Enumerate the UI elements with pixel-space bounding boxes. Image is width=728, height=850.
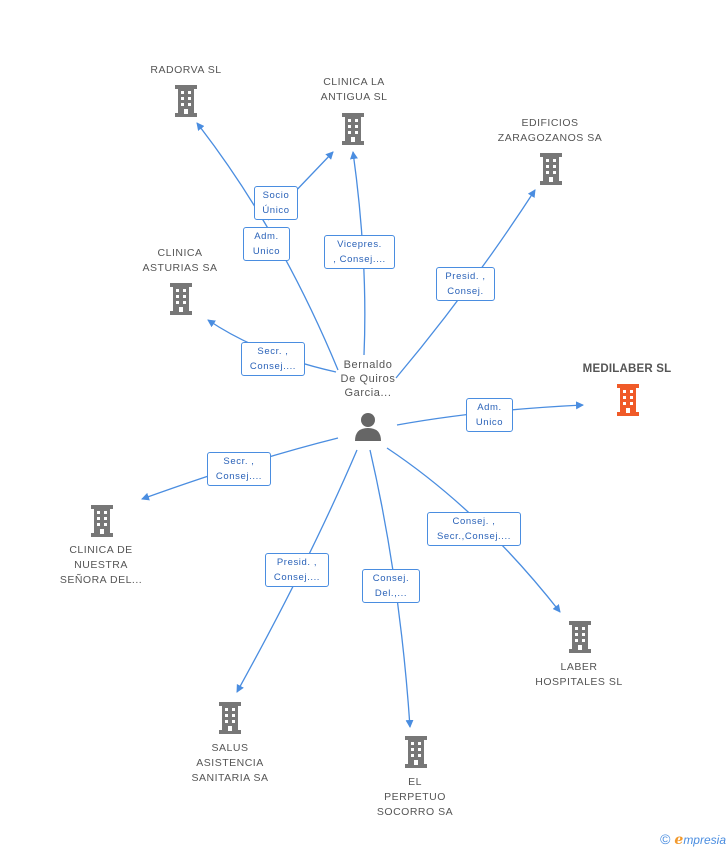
copyright-symbol: © [660,831,671,847]
building-icon-clinica-asturias [170,283,192,315]
empresia-brand: ©empresia [660,831,726,848]
role-box-presid-salus: Presid. , Consej.... [265,553,329,587]
brand-logo-e: e [674,832,684,848]
company-label-clinica-asturias[interactable]: CLINICA ASTURIAS SA [142,247,218,274]
company-label-edificios[interactable]: EDIFICIOS ZARAGOZANOS SA [497,117,603,144]
role-box-consej-perpetuo: Consej. Del.,... [362,569,420,603]
building-icon-edificios [540,153,562,185]
role-box-secr-nuestra: Secr. , Consej.... [207,452,271,486]
role-box-socio-unico: Socio Único [254,186,298,220]
role-box-vicepres: Vicepres. , Consej.... [324,235,395,269]
building-icon-radorva [175,85,197,117]
person-icon [355,413,381,441]
role-box-adm-medilaber: Adm. Unico [466,398,513,432]
building-icon-medilaber [617,384,639,416]
role-box-adm-radorva: Adm. Unico [243,227,290,261]
building-icon-clinica-nuestra [91,505,113,537]
role-box-presid-edificios: Presid. , Consej. [436,267,495,301]
company-label-perpetuo[interactable]: EL PERPETUO SOCORRO SA [376,776,454,818]
company-label-clinica-nuestra[interactable]: CLINICA DE NUESTRA SEÑORA DEL... [59,544,143,586]
person-name-label[interactable]: Bernaldo De Quiros Garcia... [340,359,396,399]
building-icon-clinica-antigua [342,113,364,145]
company-label-laber[interactable]: LABER HOSPITALES SL [535,661,623,688]
brand-logo-text: mpresia [683,833,726,847]
company-label-radorva[interactable]: RADORVA SL [150,64,222,76]
role-box-consej-laber: Consej. , Secr.,Consej.... [427,512,521,546]
company-label-salus[interactable]: SALUS ASISTENCIA SANITARIA SA [191,742,269,784]
building-icon-laber [569,621,591,653]
company-label-clinica-antigua[interactable]: CLINICA LA ANTIGUA SL [320,76,388,103]
building-icon-perpetuo [405,736,427,768]
company-label-medilaber[interactable]: MEDILABER SL [582,363,672,375]
building-icon-salus [219,702,241,734]
role-box-secr-asturias: Secr. , Consej.... [241,342,305,376]
